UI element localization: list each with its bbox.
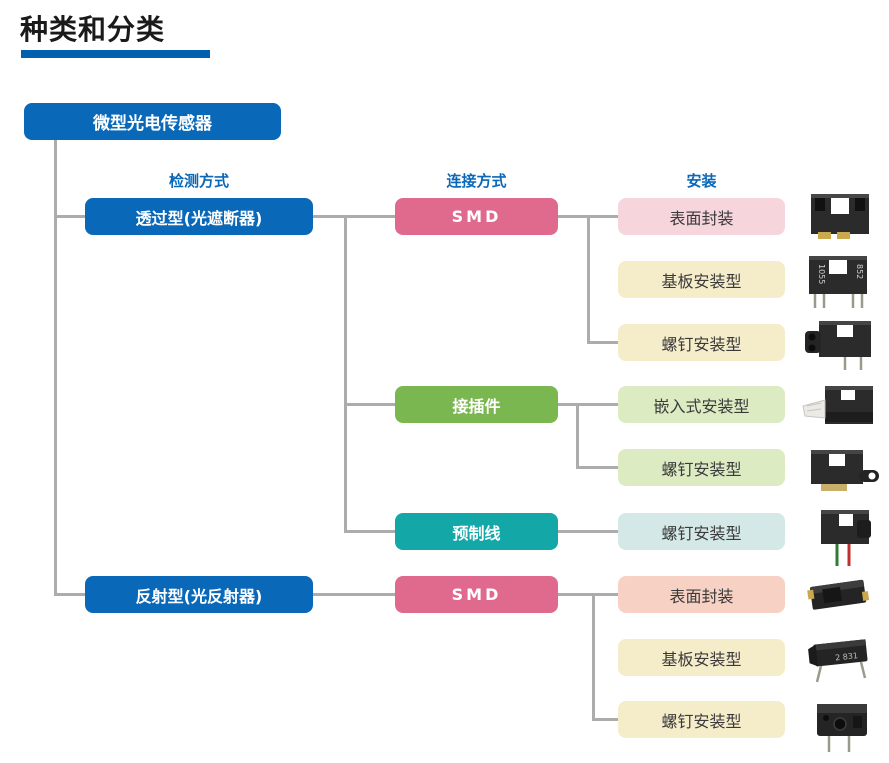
node-screw-mount-2: 螺钉安装型	[618, 449, 785, 486]
product-photo-reflective-screw-mount-icon	[795, 690, 885, 756]
photo-marking-reflective: 2 831	[835, 651, 859, 662]
product-photo-slot-prewired-icon	[795, 504, 885, 568]
line-smd2-branch-vertical	[592, 593, 595, 721]
column-header-connection: 连接方式	[446, 172, 507, 190]
line-smd-branch-vertical	[587, 215, 590, 344]
node-through-beam-type: 透过型(光遮断器)	[85, 198, 313, 235]
node-screw-mount-1: 螺钉安装型	[618, 324, 785, 361]
title-underline	[21, 50, 210, 58]
line-to-screw-mount-4	[592, 718, 618, 721]
node-surface-mount-2: 表面封装	[618, 576, 785, 613]
node-embedded-mount: 嵌入式安装型	[618, 386, 785, 423]
line-to-screw-mount-2	[576, 466, 618, 469]
node-reflective-type: 反射型(光反射器)	[85, 576, 313, 613]
line-root-vertical	[54, 140, 57, 596]
line-to-screw-mount-1	[587, 341, 618, 344]
line-to-connector-type	[344, 403, 395, 406]
product-photo-slot-board-mount-icon: 1055 852	[795, 250, 885, 312]
column-header-mounting: 安装	[686, 172, 717, 190]
page-title: 种类和分类	[20, 13, 166, 46]
product-photo-slot-connector-icon	[795, 380, 885, 432]
line-connection-branch-vertical	[344, 215, 347, 533]
node-board-mount-2: 基板安装型	[618, 639, 785, 676]
line-prewired-to-screw-mount	[558, 530, 618, 533]
node-screw-mount-4: 螺钉安装型	[618, 701, 785, 738]
line-to-through-beam	[54, 215, 85, 218]
node-smd-2: SMD	[395, 576, 558, 613]
node-board-mount-1: 基板安装型	[618, 261, 785, 298]
product-photo-slot-surface-mount-icon	[795, 186, 885, 246]
line-to-reflective	[54, 593, 85, 596]
node-prewired-type: 预制线	[395, 513, 558, 550]
line-reflective-to-smd	[313, 593, 395, 596]
column-header-detection: 检测方式	[168, 172, 229, 190]
product-photo-slot-screw-connector-icon	[795, 444, 885, 498]
line-smd2-to-surface-mount	[558, 593, 618, 596]
line-to-prewired-type	[344, 530, 395, 533]
node-surface-mount-1: 表面封装	[618, 198, 785, 235]
photo-marking-left: 1055	[817, 264, 826, 284]
line-connector-to-embedded	[558, 403, 618, 406]
node-root-micro-photoelectric-sensor: 微型光电传感器	[24, 103, 281, 140]
node-connector-type: 接插件	[395, 386, 558, 423]
product-photo-reflective-board-mount-icon: 2 831	[795, 630, 885, 686]
product-photo-reflective-smd-icon	[795, 570, 885, 618]
photo-marking-right: 852	[855, 264, 864, 279]
product-photo-slot-screw-mount-icon	[795, 315, 885, 373]
node-screw-mount-3: 螺钉安装型	[618, 513, 785, 550]
line-connector-branch-vertical	[576, 403, 579, 469]
node-smd-1: SMD	[395, 198, 558, 235]
line-through-beam-to-smd	[313, 215, 395, 218]
